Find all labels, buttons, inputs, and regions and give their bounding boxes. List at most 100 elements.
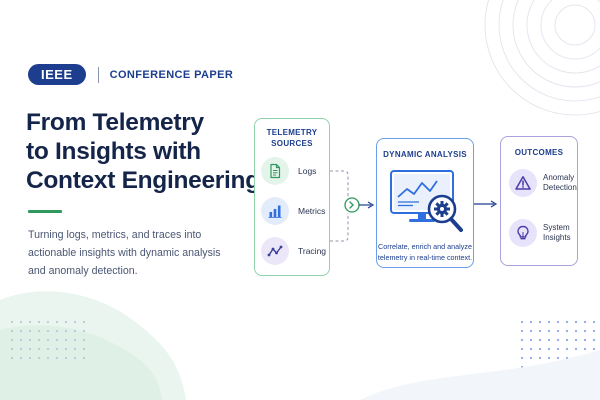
decoration-dot (73, 338, 77, 342)
decoration-dot (547, 338, 551, 342)
decoration-dot (73, 356, 77, 360)
decoration-dot (565, 320, 569, 324)
outcome-anomaly-detection: Anomaly Detection (509, 169, 577, 197)
decoration-dot (520, 320, 524, 324)
decoration-dot (10, 356, 14, 360)
merge-node (344, 197, 360, 213)
connector-tracing (330, 213, 349, 242)
decoration-dot (64, 347, 68, 351)
decoration-dot (37, 356, 41, 360)
outcomes-panel: OUTCOMES Anomaly Detection System Insigh… (500, 136, 578, 266)
title-line: From Telemetry (26, 109, 204, 136)
decoration-dot (28, 347, 32, 351)
decoration-dot (10, 347, 14, 351)
ieee-badge: IEEE (28, 64, 86, 85)
decoration-dot (19, 356, 23, 360)
source-logs: Logs (261, 157, 316, 185)
decoration-dot (64, 356, 68, 360)
decoration-dot (28, 356, 32, 360)
decoration-dot (55, 356, 59, 360)
decoration-dot (55, 338, 59, 342)
decoration-dot (46, 356, 50, 360)
decoration-dot (538, 338, 542, 342)
subtitle: Turning logs, metrics, and traces into a… (28, 226, 238, 280)
dot-grid-left-decoration (10, 320, 86, 360)
decoration-dot (37, 338, 41, 342)
decoration-dot (64, 320, 68, 324)
decoration-dot (64, 329, 68, 333)
decoration-dot (583, 329, 587, 333)
decoration-dot (574, 320, 578, 324)
panel-title-line: SOURCES (271, 139, 313, 148)
decoration-dot (547, 347, 551, 351)
trace-line-icon (261, 237, 289, 265)
description-line: Correlate, enrich and analyze (378, 242, 472, 251)
decoration-dot (565, 356, 569, 360)
decoration-dot (556, 320, 560, 324)
source-tracing: Tracing (261, 237, 326, 265)
decoration-dot (565, 338, 569, 342)
decoration-dot (82, 320, 86, 324)
decoration-dot (19, 329, 23, 333)
title-underline (28, 210, 62, 213)
outcome-label-line: Anomaly (543, 172, 575, 182)
source-label: Tracing (298, 246, 327, 256)
source-label: Metrics (298, 206, 326, 216)
decoration-dot (520, 356, 524, 360)
decoration-dot (556, 356, 560, 360)
source-label: Logs (298, 166, 317, 176)
subtitle-line: Turning logs, metrics, and traces into (28, 229, 202, 241)
dynamic-analysis-description: Correlate, enrich and analyze telemetry … (377, 241, 473, 263)
decoration-dot (46, 329, 50, 333)
decoration-dot (556, 347, 560, 351)
decoration-dot (46, 320, 50, 324)
warning-icon (509, 169, 537, 197)
decoration-dot (529, 329, 533, 333)
decoration-dot (565, 347, 569, 351)
decoration-dot (19, 338, 23, 342)
decoration-dot (10, 329, 14, 333)
decoration-dot (583, 347, 587, 351)
document-icon (261, 157, 289, 185)
decoration-dot (10, 338, 14, 342)
decoration-dot (520, 329, 524, 333)
decoration-dot (547, 356, 551, 360)
decoration-dot (574, 347, 578, 351)
decoration-dot (82, 347, 86, 351)
dynamic-analysis-panel: DYNAMIC ANALYSIS Correlate, enrich and a… (376, 138, 474, 268)
decoration-dot (55, 320, 59, 324)
decoration-dot (547, 329, 551, 333)
outcome-label-line: Insights (543, 233, 571, 242)
arrow-head-icon (490, 200, 498, 208)
decoration-dot (592, 338, 596, 342)
description-line: telemetry in real-time context. (377, 253, 473, 262)
outcome-label: System Insights (543, 223, 571, 244)
decoration-dot (547, 320, 551, 324)
panel-title-line: TELEMETRY (266, 128, 318, 137)
badge-divider (97, 66, 99, 83)
outcome-system-insights: System Insights (509, 219, 571, 247)
decoration-dot (538, 356, 542, 360)
decoration-dot (37, 329, 41, 333)
dynamic-analysis-title: DYNAMIC ANALYSIS (383, 150, 467, 159)
page-title: From Telemetry to Insights with Context … (26, 108, 266, 195)
decoration-dot (73, 329, 77, 333)
concentric-circles-decoration (484, 0, 600, 116)
decoration-dot (520, 347, 524, 351)
bar-chart-icon (261, 197, 289, 225)
decoration-dot (538, 320, 542, 324)
decoration-dot (520, 338, 524, 342)
decoration-dot (19, 347, 23, 351)
decoration-dot (565, 329, 569, 333)
decoration-dot (46, 338, 50, 342)
decoration-dot (583, 320, 587, 324)
decoration-dot (82, 356, 86, 360)
outcome-label-line: Detection (543, 183, 577, 192)
decoration-dot (592, 329, 596, 333)
decoration-dot (583, 338, 587, 342)
wave-bottom-decoration (360, 350, 600, 400)
decoration-dot (28, 338, 32, 342)
subtitle-line: and anomaly detection. (28, 265, 138, 277)
decoration-dot (529, 338, 533, 342)
